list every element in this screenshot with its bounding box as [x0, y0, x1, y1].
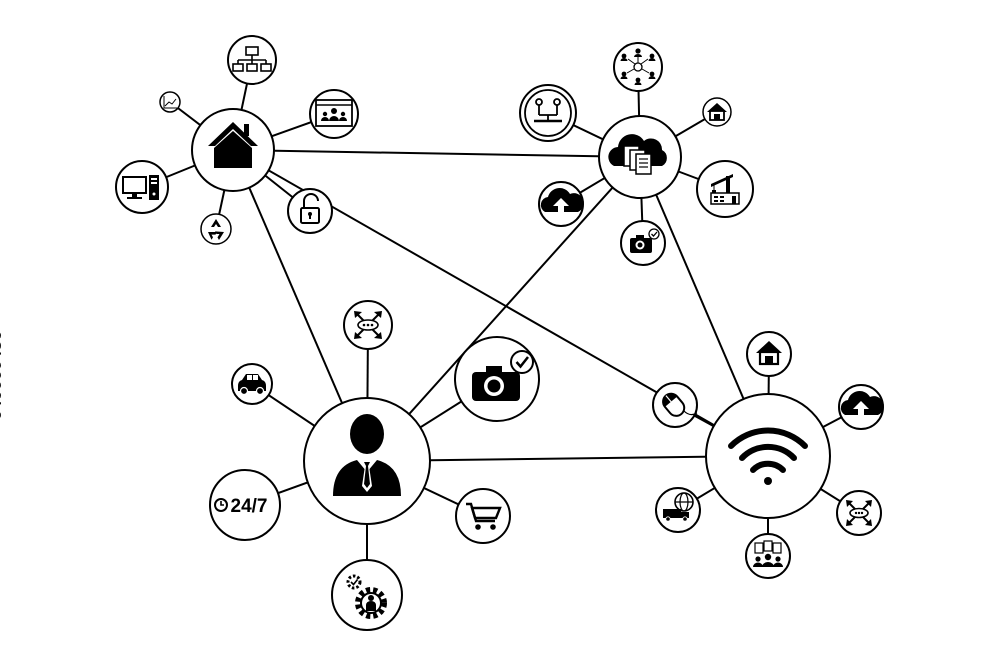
arrows-expand-small-icon: [846, 500, 872, 526]
node-arrows-expand-small: [836, 490, 882, 536]
hub-home: [191, 108, 275, 192]
node-small-house: [702, 97, 732, 127]
small-house-icon: [707, 103, 727, 121]
cloud-upload-small-icon: [840, 391, 884, 415]
desktop-computer-icon: [122, 175, 159, 200]
stock-image-id: 640666436: [0, 330, 5, 420]
link-user-wifi: [366, 455, 769, 462]
node-camera-check-large: [454, 336, 540, 422]
node-factory-crane: [696, 160, 754, 218]
camera-check-large-icon: [472, 350, 534, 401]
node-camera-check: [620, 220, 666, 266]
businessman-icon: [333, 414, 401, 496]
node-circuit-tree: [519, 84, 577, 142]
shopping-cart-icon: [466, 502, 502, 530]
link-cloud-user: [366, 156, 641, 462]
computer-mouse-icon: [662, 392, 698, 417]
node-cloud-upload-small: [838, 384, 884, 430]
node-globe-delivery: [655, 487, 701, 533]
padlock-open-icon: [300, 193, 320, 224]
node-network-sitemap: [227, 35, 277, 85]
node-shopping-cart: [455, 488, 511, 544]
node-presentation-board: [309, 89, 359, 139]
node-arrows-expand: [343, 300, 393, 350]
network-sitemap-icon: [232, 46, 272, 72]
node-gear-person: [331, 559, 403, 631]
node-car: [231, 363, 273, 405]
globe-delivery-icon: [663, 492, 694, 522]
circuit-tree-icon: [534, 98, 562, 123]
team-network-icon: [620, 48, 656, 85]
line-chart-icon: [163, 96, 177, 109]
node-house-outline: [746, 331, 792, 377]
car-icon: [238, 374, 266, 396]
group-documents-icon: [753, 540, 783, 567]
factory-crane-icon: [710, 174, 740, 205]
link-home-cloud: [232, 149, 641, 158]
hub-wifi: [705, 393, 831, 519]
node-recycle: [200, 213, 232, 245]
gear-person-icon: [346, 574, 387, 619]
node-group-documents: [745, 533, 791, 579]
hub-user: [303, 397, 431, 525]
cloud-upload-icon: [540, 188, 584, 212]
arrows-expand-icon: [354, 311, 382, 339]
recycle-icon: [208, 219, 224, 240]
node-padlock-open: [287, 188, 333, 234]
node-computer-mouse: [652, 382, 698, 428]
support-247-label: 24/7: [231, 496, 268, 517]
node-clock-24-7: 24/7: [209, 469, 281, 541]
wifi-icon: [728, 427, 808, 485]
house-outline-icon: [756, 341, 782, 366]
hub-cloud: [598, 115, 682, 199]
camera-check-icon: [630, 228, 660, 253]
clock-24-7-icon: [214, 498, 228, 512]
node-desktop-computer: [115, 160, 169, 214]
house-icon: [208, 122, 258, 168]
node-team-network: [613, 42, 663, 92]
node-line-chart: [159, 91, 181, 113]
presentation-board-icon: [315, 99, 353, 127]
node-cloud-upload: [538, 181, 584, 227]
cloud-documents-icon: [608, 134, 667, 175]
